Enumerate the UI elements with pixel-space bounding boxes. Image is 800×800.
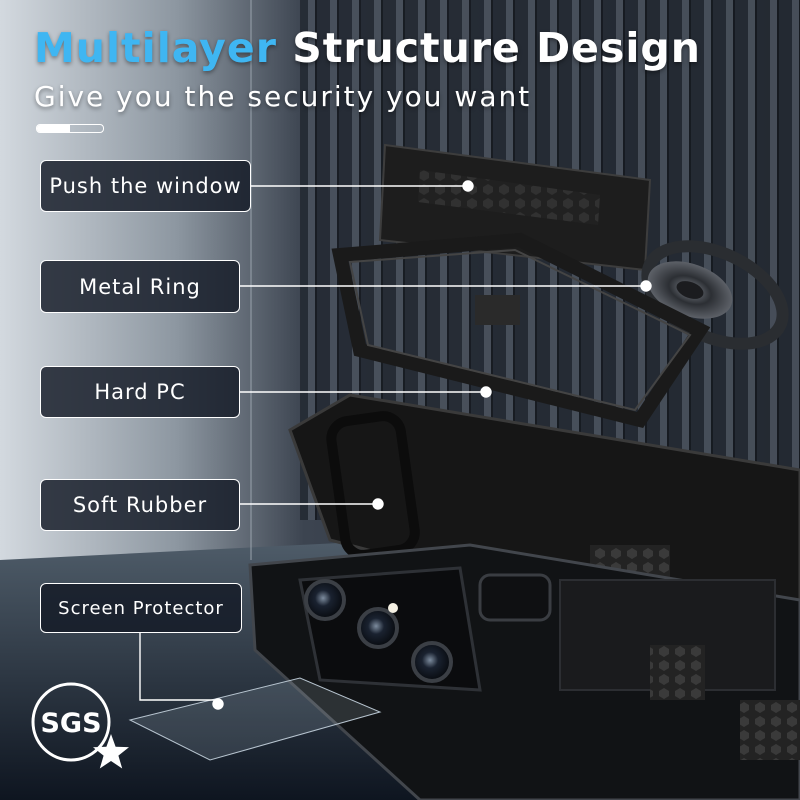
star-icon [93,734,129,769]
layer-label-hard-pc: Hard PC [40,366,240,418]
hard-pc-layer [331,232,711,428]
screen-protector-layer [128,677,382,761]
progress-indicator [36,124,104,133]
sgs-badge: SGS [31,682,129,769]
phone-case-body [248,543,800,800]
progress-fill [37,125,70,132]
layer-label-push-window: Push the window [40,160,251,212]
headline-accent: Multilayer [34,24,277,72]
headline: Multilayer Structure Design [34,24,701,72]
subtitle: Give you the security you want [34,80,532,113]
layer-label-soft-rubber: Soft Rubber [40,479,240,531]
layer-label-metal-ring: Metal Ring [40,260,240,313]
sgs-badge-ring [31,682,111,762]
callout-lines [139,180,652,710]
sgs-badge-text: SGS [40,708,101,739]
headline-rest: Structure Design [292,24,701,72]
layer-label-screen-protector: Screen Protector [40,583,242,633]
